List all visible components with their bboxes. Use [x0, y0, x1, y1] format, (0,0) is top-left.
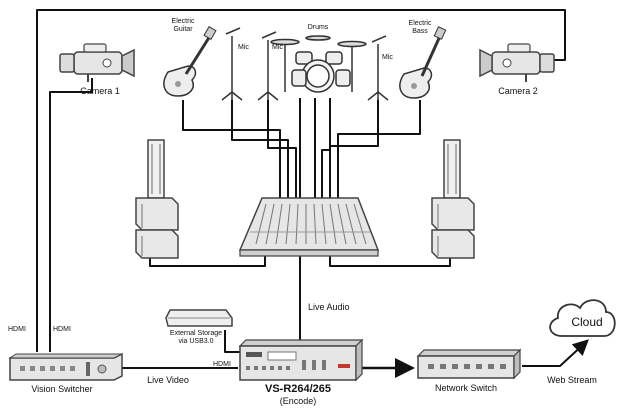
mic1-label: Mic — [238, 44, 249, 51]
encoder-mode-label: (Encode) — [279, 396, 317, 406]
electric-bass-icon — [399, 26, 447, 99]
microphone-stand-icon — [367, 35, 389, 101]
pa-speaker-icon — [135, 139, 179, 259]
external-storage-icon — [165, 309, 233, 327]
web-stream-label: Web Stream — [547, 375, 597, 385]
network-switch-icon — [416, 348, 522, 380]
hdmi-label-camera2: HDMI — [53, 326, 71, 333]
mic2-label: Mic — [272, 44, 283, 51]
external-storage-label-line2: via USB3.0 — [178, 338, 214, 345]
usb-storage-cable — [224, 330, 240, 353]
microphone-stand-icon — [221, 27, 243, 101]
electric-bass-label-line2: Bass — [412, 28, 428, 35]
drum-kit-icon — [270, 35, 367, 93]
camera2-hdmi-cable — [36, 9, 566, 352]
mic3-label: Mic — [382, 54, 393, 61]
mic3-cable — [329, 100, 379, 198]
microphone-stand-icon — [257, 31, 279, 101]
camera1-hdmi-cable — [49, 78, 93, 352]
mic1-cable — [231, 100, 289, 198]
vision-switcher-icon — [8, 352, 123, 381]
audio-mixer-icon — [238, 197, 380, 257]
cables — [36, 9, 566, 369]
live-audio-label: Live Audio — [308, 302, 350, 312]
cloud-label: Cloud — [571, 315, 603, 329]
electric-bass-label-line1: Electric — [408, 20, 432, 27]
drum-cable-3 — [321, 98, 331, 198]
mic2-cable — [267, 100, 297, 198]
video-camera-icon — [479, 43, 555, 82]
electric-guitar-label-line2: Guitar — [173, 26, 193, 33]
electric-guitar-label-line1: Electric — [171, 18, 195, 25]
network-switch-label: Network Switch — [434, 383, 498, 393]
video-camera-icon — [59, 43, 135, 82]
pa-speaker-icon — [431, 139, 475, 259]
web-stream-line — [522, 339, 589, 367]
electric-guitar-icon — [163, 25, 217, 97]
live-video-label: Live Video — [147, 375, 189, 385]
mixer-left-speaker-cable — [149, 250, 266, 267]
encoder-icon — [238, 338, 364, 382]
hdmi-label-live-video: HDMI — [213, 361, 231, 368]
vision-switcher-label: Vision Switcher — [31, 384, 93, 394]
cloud-icon — [549, 299, 616, 337]
hdmi-label-camera1: HDMI — [8, 326, 26, 333]
mixer-right-speaker-cable — [329, 250, 451, 267]
camera1-label: Camera 1 — [80, 86, 120, 96]
encoder-model-label: VS-R264/265 — [264, 383, 332, 395]
camera2-label: Camera 2 — [498, 86, 538, 96]
drums-label: Drums — [307, 24, 329, 31]
external-storage-label-line1: External Storage — [169, 330, 223, 337]
bass-cable — [337, 100, 421, 198]
